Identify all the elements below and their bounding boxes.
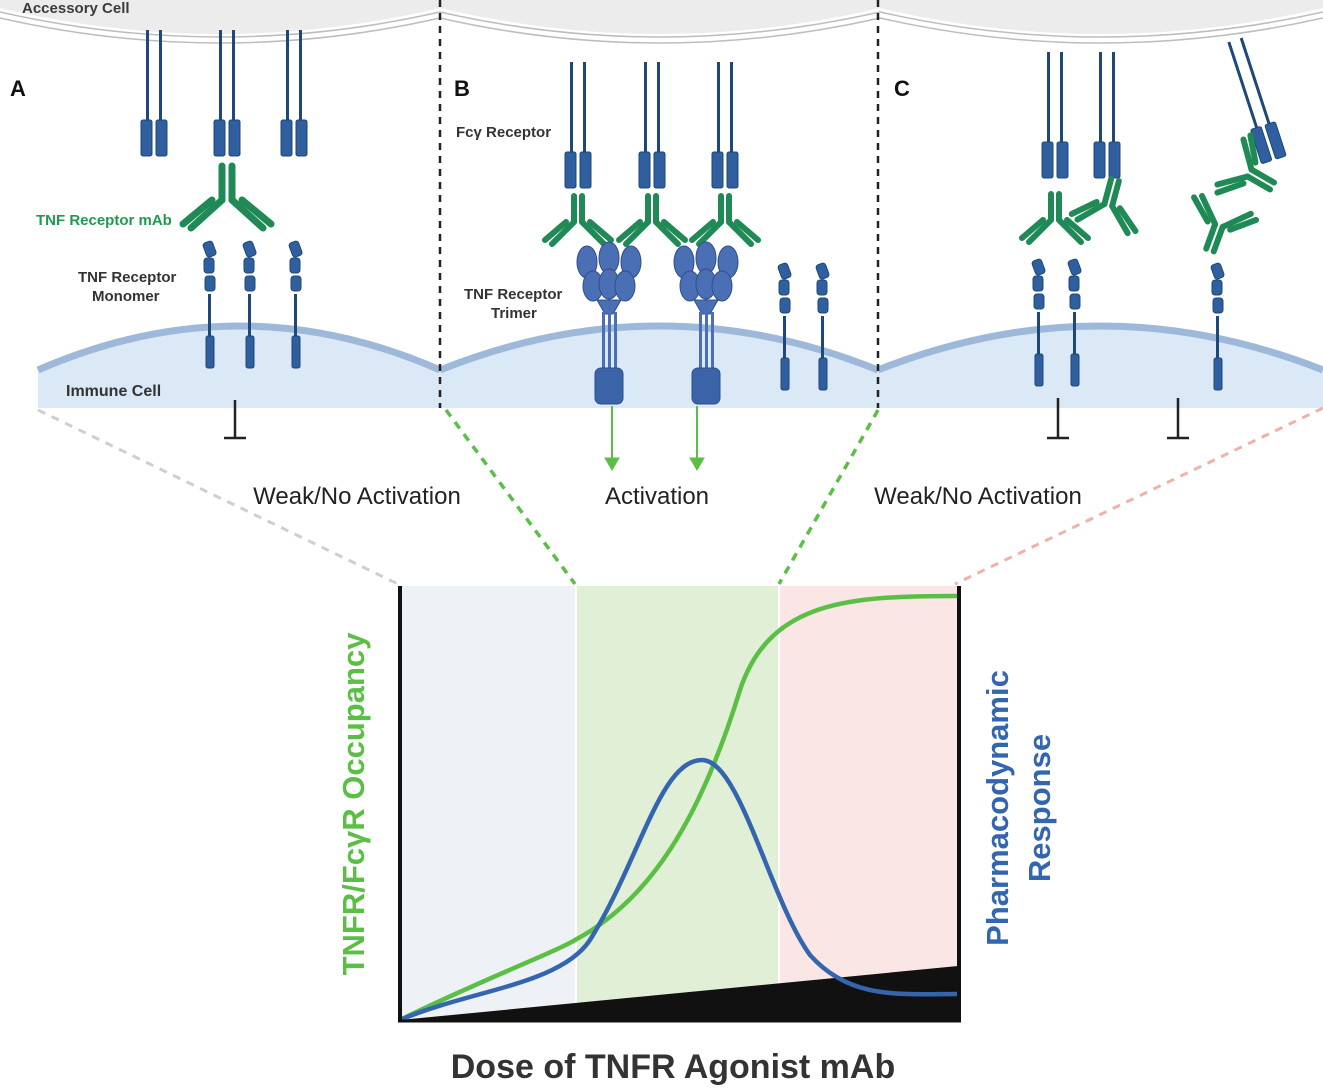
tnf-monomer-label-line1: TNF Receptor <box>78 269 177 286</box>
immune-cell-label: Immune Cell <box>66 383 161 400</box>
x-axis-label: Dose of TNFR Agonist mAb <box>451 1048 896 1086</box>
tnf-trimer-label-line1: TNF Receptor <box>464 286 563 303</box>
accessory-cell <box>0 0 1323 44</box>
accessory-cell-label: Accessory Cell <box>22 0 130 17</box>
connector-c <box>954 406 1323 586</box>
immune-cell <box>36 322 1323 408</box>
connector-a <box>37 408 399 586</box>
response-curve <box>399 757 959 1023</box>
panel-a-fc-receptors <box>140 29 308 157</box>
panel-b-fc-receptors <box>564 61 739 189</box>
y-left-label: TNFR/FcγR Occupancy <box>336 632 371 976</box>
zone-mid-dose <box>577 586 778 1020</box>
tnf-monomer-label-line2: Monomer <box>92 288 160 305</box>
connector-b-right <box>777 409 880 585</box>
zone-high-dose <box>780 586 958 1020</box>
dose-wedge <box>400 966 958 1020</box>
panel-letter-c: C <box>894 76 910 101</box>
y-right-label-line2: Response <box>1022 734 1057 882</box>
panel-b-antibodies <box>545 196 758 244</box>
panel-c-inhibition-symbols <box>1047 398 1189 440</box>
panel-letter-b: B <box>454 76 470 101</box>
y-right-label-line1: Pharmacodynamic <box>980 670 1015 946</box>
panel-c-outcome: Weak/No Activation <box>874 483 1082 510</box>
tnf-trimer-label-line2: Trimer <box>491 305 537 322</box>
panel-letter-a: A <box>10 76 26 101</box>
occupancy-curve <box>398 593 959 1023</box>
dose-response-chart <box>398 586 961 1023</box>
panel-a-outcome: Weak/No Activation <box>253 483 461 510</box>
panel-b-activation-arrows <box>604 406 705 471</box>
panel-a-inhibition-symbol <box>224 400 246 440</box>
fcy-receptor-label: Fcγ Receptor <box>456 124 551 141</box>
connector-b-left <box>444 408 577 586</box>
tnf-receptor-mab-label: TNF Receptor mAb <box>36 212 172 229</box>
panel-a-antibody <box>183 166 271 228</box>
zone-low-dose <box>400 586 575 1020</box>
panel-b-outcome: Activation <box>605 483 709 510</box>
